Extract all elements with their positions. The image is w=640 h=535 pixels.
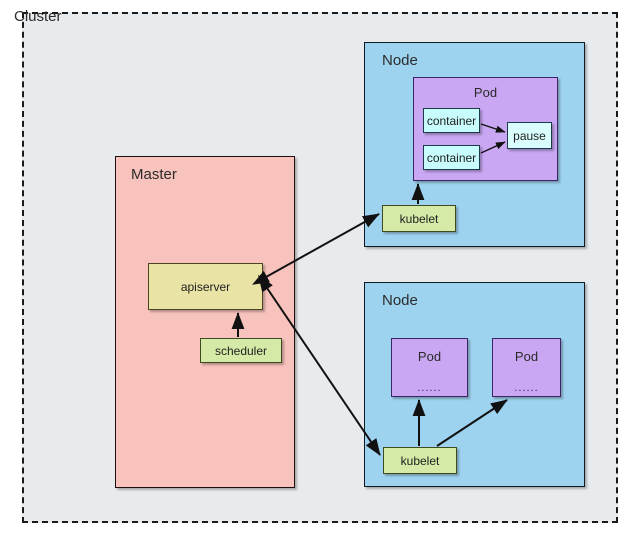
apiserver-box[interactable]: apiserver — [148, 263, 263, 310]
pause-container-box[interactable]: pause — [507, 122, 552, 149]
node-2-pod-a-label: Pod — [417, 349, 442, 364]
apiserver-label: apiserver — [180, 279, 231, 294]
node-2-pod-a-dots: ...... — [417, 382, 442, 394]
node-2-label: Node — [382, 292, 418, 309]
scheduler-box[interactable]: scheduler — [200, 338, 282, 363]
node-2-pod-b-dots: ...... — [514, 382, 539, 394]
node-1-container-2-label: container — [426, 150, 477, 165]
node-1-kubelet-label: kubelet — [399, 211, 439, 226]
cluster-label: Cluster — [14, 8, 62, 25]
node-1-kubelet-box[interactable]: kubelet — [382, 205, 456, 232]
scheduler-label: scheduler — [214, 343, 268, 358]
master-label: Master — [131, 166, 177, 183]
node-2-kubelet-label: kubelet — [400, 453, 440, 468]
node-1-label: Node — [382, 52, 418, 69]
node-2-pod-b-box[interactable]: Pod ...... — [492, 338, 561, 397]
node-1-container-2-box[interactable]: container — [423, 145, 480, 170]
node-1-container-1-label: container — [426, 113, 477, 128]
node-2-pod-b-label: Pod — [514, 349, 539, 364]
node-1-pod-label: Pod — [473, 85, 498, 100]
master-box[interactable] — [115, 156, 295, 488]
node-2-kubelet-box[interactable]: kubelet — [383, 447, 457, 474]
pause-container-label: pause — [513, 128, 546, 143]
node-1-container-1-box[interactable]: container — [423, 108, 480, 133]
node-2-pod-a-box[interactable]: Pod ...... — [391, 338, 468, 397]
